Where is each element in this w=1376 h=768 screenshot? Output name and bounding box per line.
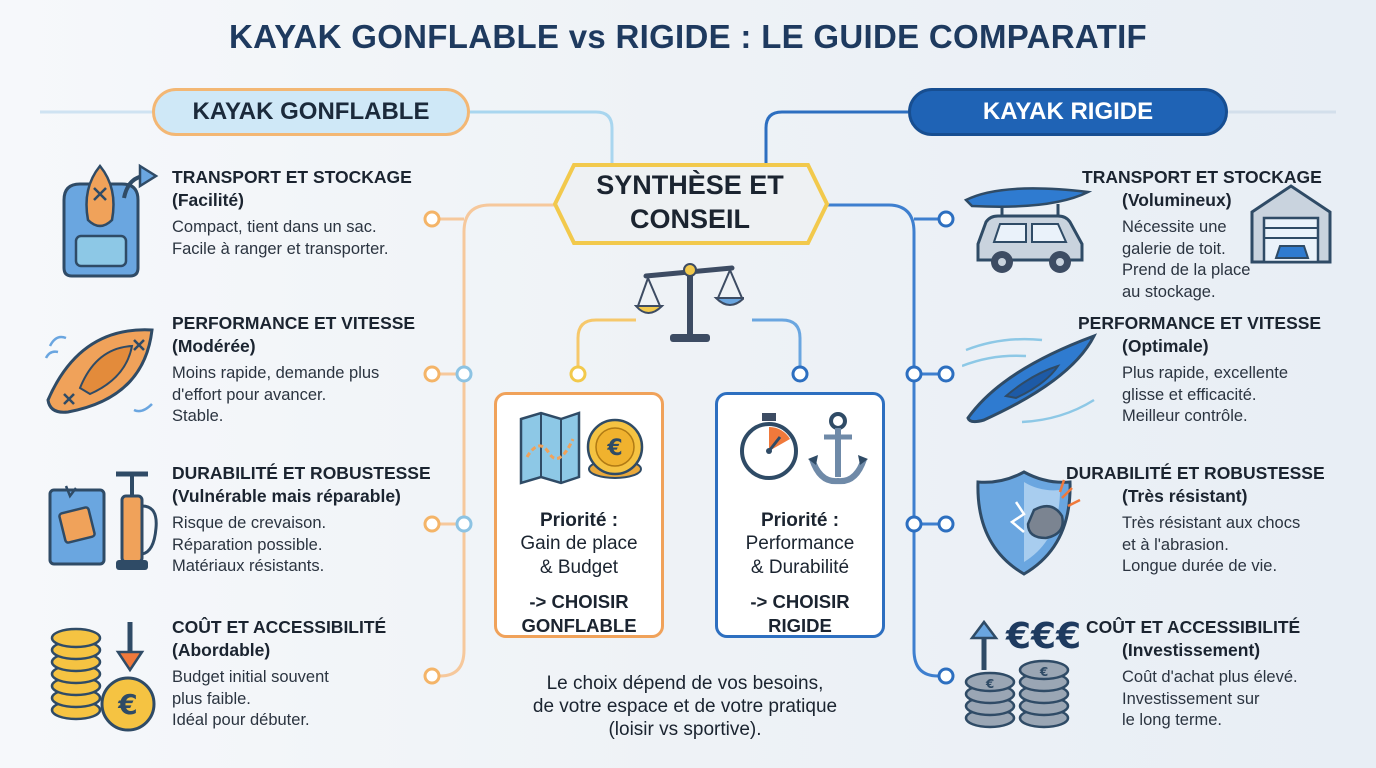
feature-line: galerie de toit. [1122,239,1226,258]
feature-line: Matériaux résistants. [172,557,325,575]
feature-description: Nécessite une galerie de toit. Prend de … [1082,217,1334,303]
feature-title: TRANSPORT ET STOCKAGE [172,167,412,187]
car-with-roof-kayak-icon [963,187,1092,273]
feature-subtitle: (Vulnérable mais réparable) [172,486,401,506]
synthesis-line-1: SYNTHÈSE ET [596,170,784,200]
inflatable-performance-feature: PERFORMANCE ET VITESSE (Modérée) Moins r… [172,312,432,428]
inflatable-transport-feature: TRANSPORT ET STOCKAGE (Facilité) Compact… [172,166,432,260]
rigid-cost-feature: COÛT ET ACCESSIBILITÉ (Investissement) C… [1086,616,1336,732]
rigid-choice-line-2: RIGIDE [768,615,832,636]
feature-line: Compact, tient dans un sac. [172,218,377,236]
feature-subtitle: (Très résistant) [1122,486,1248,506]
synthesis-title: SYNTHÈSE ET CONSEIL [560,168,820,236]
feature-description: Compact, tient dans un sac. Facile à ran… [172,217,432,260]
rigid-transport-feature: TRANSPORT ET STOCKAGE (Volumineux) Néces… [1082,166,1334,303]
feature-line: Plus rapide, excellente [1122,364,1289,382]
feature-line: Très résistant aux chocs [1122,514,1301,532]
inflatable-kayak-header: KAYAK GONFLABLE [152,88,470,136]
synthesis-hexagon [552,163,830,245]
feature-description: Risque de crevaison. Réparation possible… [172,513,442,578]
feature-subtitle: (Volumineux) [1122,190,1232,210]
feature-description: Très résistant aux chocs et à l'abrasion… [1066,513,1336,578]
feature-line: Idéal pour débuter. [172,711,310,729]
feature-line: au stockage. [1122,282,1216,301]
conclusion-line-1: Le choix dépend de vos besoins, [546,673,824,694]
svg-text:€: € [117,688,137,721]
rigid-choice-line-1: -> CHOISIR [750,591,850,612]
inflatable-choice: -> CHOISIR GONFLABLE [497,590,661,638]
feature-line: Réparation possible. [172,535,323,554]
conclusion-text: Le choix dépend de vos besoins, de votre… [500,672,870,741]
rigid-kayak-speed-icon [962,333,1098,424]
feature-title: TRANSPORT ET STOCKAGE [1082,167,1322,187]
feature-line: plus faible. [172,689,251,708]
rigid-performance-feature: PERFORMANCE ET VITESSE (Optimale) Plus r… [1078,312,1338,428]
feature-line: et à l'abrasion. [1122,535,1229,554]
feature-line: Coût d'achat plus élevé. [1122,668,1298,686]
feature-subtitle: (Facilité) [172,190,244,210]
balance-scale-icon [634,263,744,342]
feature-line: Risque de crevaison. [172,514,327,532]
svg-text:€: € [606,436,622,461]
feature-line: Prend de la place [1122,261,1251,279]
conclusion-line-2: de votre espace et de votre pratique [532,696,838,717]
euro-symbols: €€€ [1006,616,1082,657]
rigid-priority-label: Priorité : [760,510,840,531]
backpack-kayak-icon [62,163,159,278]
rigid-priority-line-2: & Durabilité [750,557,850,578]
inflatable-choice-line-1: -> CHOISIR [529,591,629,612]
rigid-priority-line-1: Performance [745,533,855,554]
feature-subtitle: (Investissement) [1122,640,1261,660]
feature-title: COÛT ET ACCESSIBILITÉ [172,617,387,637]
inflatable-priority-line-1: Gain de place [520,533,638,554]
page-title: KAYAK GONFLABLE vs RIGIDE : LE GUIDE COM… [228,18,1147,55]
feature-line: Stable. [172,407,224,425]
feature-subtitle: (Modérée) [172,336,256,356]
inflatable-priority-label: Priorité : [539,510,619,531]
inflatable-durability-feature: DURABILITÉ ET ROBUSTESSE (Vulnérable mai… [172,462,442,578]
stopwatch-and-anchor-icon [740,412,868,485]
feature-line: Facile à ranger et transporter. [172,239,389,258]
rising-euro-coin-stacks-icon: € € [964,619,1070,729]
svg-text:€: € [985,677,994,691]
repair-patch-and-pump-icon [48,471,158,570]
rigid-kayak-header: KAYAK RIGIDE [908,88,1228,136]
inflatable-cost-feature: COÛT ET ACCESSIBILITÉ (Abordable) Budget… [172,616,432,732]
synthesis-line-2: CONSEIL [629,204,750,234]
conclusion-line-3: (loisir vs sportive). [608,719,762,740]
shield-with-rock-icon [976,470,1081,576]
inflatable-priority-line-2: & Budget [539,557,619,578]
svg-text:€: € [1039,665,1048,679]
feature-line: d'effort pour avancer. [172,385,327,404]
feature-line: Budget initial souvent [172,668,329,686]
feature-description: Plus rapide, excellente glisse et effica… [1078,363,1338,428]
feature-title: COÛT ET ACCESSIBILITÉ [1086,617,1301,637]
inflatable-kayak-icon [44,328,154,414]
inflatable-choice-line-2: GONFLABLE [521,615,637,636]
feature-subtitle: (Optimale) [1122,336,1209,356]
feature-title: DURABILITÉ ET ROBUSTESSE [1066,463,1325,483]
rigid-choice: -> CHOISIR RIGIDE [718,590,882,638]
feature-line: Longue durée de vie. [1122,557,1278,575]
feature-description: Budget initial souvent plus faible. Idéa… [172,667,432,732]
feature-line: le long terme. [1122,711,1222,729]
rigid-durability-feature: DURABILITÉ ET ROBUSTESSE (Très résistant… [1066,462,1336,578]
inflatable-recommendation-box: € Priorité : Gain de place & Budget -> C… [494,392,664,638]
feature-line: Nécessite une [1122,218,1227,236]
feature-line: Meilleur contrôle. [1122,407,1248,425]
feature-line: glisse et efficacité. [1122,385,1257,404]
feature-title: PERFORMANCE ET VITESSE [1078,313,1322,333]
rigid-recommendation-box: Priorité : Performance & Durabilité -> C… [715,392,885,638]
feature-line: Investissement sur [1122,689,1260,708]
feature-description: Coût d'achat plus élevé. Investissement … [1086,667,1336,732]
feature-subtitle: (Abordable) [172,640,271,660]
garage-icon [1250,184,1332,264]
map-and-coin-icon: € [519,411,644,485]
feature-title: DURABILITÉ ET ROBUSTESSE [172,463,431,483]
feature-title: PERFORMANCE ET VITESSE [172,313,416,333]
feature-line: Moins rapide, demande plus [172,364,380,382]
coins-and-down-arrow-icon: € [50,622,156,732]
feature-description: Moins rapide, demande plus d'effort pour… [172,363,432,428]
